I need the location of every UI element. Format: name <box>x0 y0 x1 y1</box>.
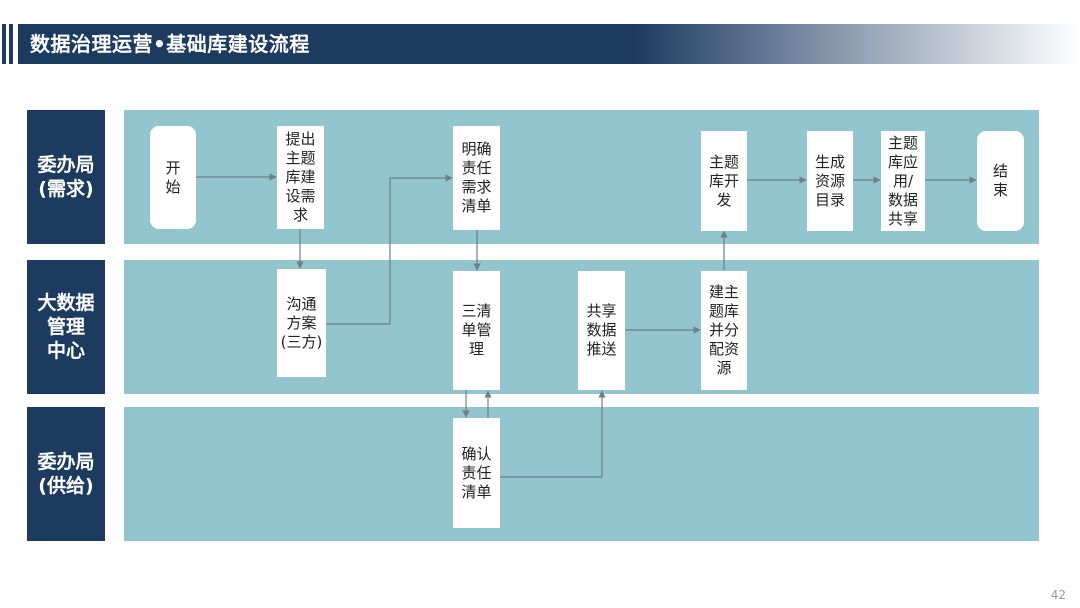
node-build-allocate: 建主 题库 并分 配资 源 <box>701 271 747 390</box>
title-accent-bar <box>2 24 6 64</box>
node-propose-requirement: 提出 主题 库建 设需 求 <box>277 126 324 229</box>
node-apply-share: 主题 库应 用/ 数据 共享 <box>881 131 925 231</box>
lane-label-center: 大数据 管理 中心 <box>27 260 105 394</box>
title-accent-bar <box>9 24 13 64</box>
lane-band-supply <box>124 407 1039 541</box>
node-three-lists: 三清 单管 理 <box>453 271 500 390</box>
node-negotiate-plan: 沟通 方案 (三方) <box>277 269 326 377</box>
node-clarify-list: 明确 责任 需求 清单 <box>453 126 500 230</box>
node-confirm-list: 确认 责任 清单 <box>453 418 500 528</box>
node-develop-theme-db: 主题 库开 发 <box>701 131 747 231</box>
slide-title: 数据治理运营•基础库建设流程 <box>30 32 310 56</box>
node-start: 开 始 <box>150 126 196 229</box>
page-number: 42 <box>1050 588 1066 602</box>
node-push-shared-data: 共享 数据 推送 <box>578 271 625 390</box>
node-end: 结 束 <box>977 131 1024 231</box>
lane-label-supply: 委办局 (供给) <box>27 407 105 541</box>
title-bar <box>18 24 1080 64</box>
node-resource-catalog: 生成 资源 目录 <box>807 131 853 231</box>
lane-label-demand: 委办局 (需求) <box>27 110 105 244</box>
